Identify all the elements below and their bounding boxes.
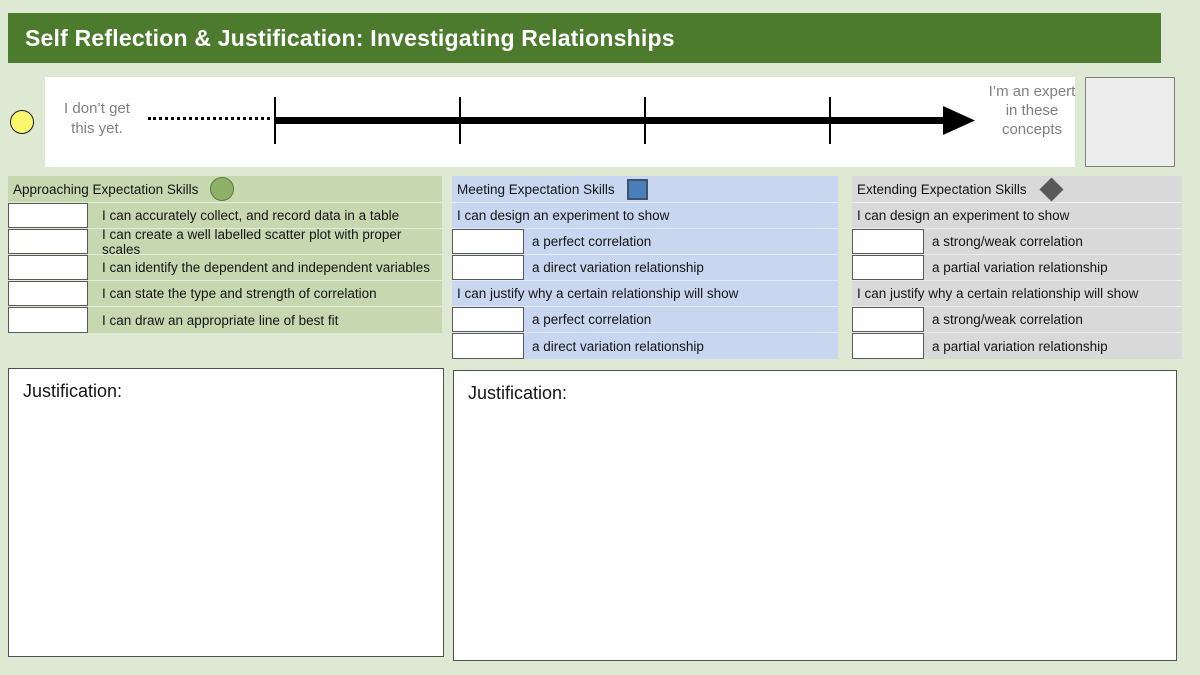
skill-label: a perfect correlation bbox=[532, 312, 652, 327]
checkbox-extending-justify-2[interactable] bbox=[852, 333, 924, 359]
checkbox-extending-justify-1[interactable] bbox=[852, 307, 924, 332]
circle-icon bbox=[210, 177, 235, 201]
skill-row: a strong/weak correlation bbox=[852, 307, 1182, 333]
extending-panel-title: Extending Expectation Skills bbox=[857, 181, 1027, 197]
page-title: Self Reflection & Justification: Investi… bbox=[25, 24, 675, 51]
extending-skills-panel: Extending Expectation Skills I can desig… bbox=[852, 176, 1182, 359]
justification-box-1[interactable]: Justification: bbox=[8, 368, 444, 657]
approaching-panel-header: Approaching Expectation Skills bbox=[8, 176, 442, 203]
skill-row: a partial variation relationship bbox=[852, 333, 1182, 359]
skill-label: I can draw an appropriate line of best f… bbox=[102, 312, 339, 328]
dotted-leader-line bbox=[148, 117, 270, 120]
justification-box-2[interactable]: Justification: bbox=[453, 370, 1177, 661]
square-icon bbox=[626, 178, 648, 200]
checkbox-approaching-1[interactable] bbox=[8, 203, 88, 228]
checkbox-approaching-2[interactable] bbox=[8, 229, 88, 254]
scale-right-label: I’m an expert in these concepts bbox=[988, 83, 1076, 138]
approaching-skills-panel: Approaching Expectation Skills I can acc… bbox=[8, 176, 442, 333]
skill-label: I can accurately collect, and record dat… bbox=[102, 208, 400, 223]
skill-row: I can draw an appropriate line of best f… bbox=[8, 307, 442, 333]
skill-label: I can state the type and strength of cor… bbox=[102, 286, 377, 301]
scale-arrow bbox=[274, 97, 975, 144]
skill-label: a direct variation relationship bbox=[532, 338, 704, 354]
skill-label: a direct variation relationship bbox=[532, 260, 704, 275]
meeting-panel-title: Meeting Expectation Skills bbox=[457, 181, 615, 197]
meeting-skills-panel: Meeting Expectation Skills I can design … bbox=[452, 176, 838, 359]
page-title-bar: Self Reflection & Justification: Investi… bbox=[8, 13, 1161, 63]
group-heading: I can design an experiment to show bbox=[452, 203, 838, 229]
skill-row: I can create a well labelled scatter plo… bbox=[8, 226, 442, 257]
skill-label: a partial variation relationship bbox=[932, 338, 1108, 354]
skill-label: a partial variation relationship bbox=[932, 260, 1108, 275]
checkbox-approaching-3[interactable] bbox=[8, 255, 88, 280]
justification-label: Justification: bbox=[468, 383, 568, 403]
group-heading: I can design an experiment to show bbox=[852, 203, 1182, 229]
skill-row: I can identify the dependent and indepen… bbox=[8, 255, 442, 281]
skill-row: I can state the type and strength of cor… bbox=[8, 281, 442, 307]
group-heading: I can justify why a certain relationship… bbox=[452, 281, 838, 307]
expert-marker-box[interactable] bbox=[1085, 77, 1175, 167]
justification-label: Justification: bbox=[23, 381, 123, 401]
skill-label: I can create a well labelled scatter plo… bbox=[102, 226, 402, 257]
skill-row: a direct variation relationship bbox=[452, 255, 838, 281]
skill-label: I can identify the dependent and indepen… bbox=[102, 260, 431, 275]
meeting-panel-header: Meeting Expectation Skills bbox=[452, 176, 838, 203]
checkbox-meeting-design-2[interactable] bbox=[452, 255, 524, 280]
skill-row: a perfect correlation bbox=[452, 307, 838, 333]
checkbox-meeting-justify-1[interactable] bbox=[452, 307, 524, 332]
group-heading: I can justify why a certain relationship… bbox=[852, 281, 1182, 307]
skill-label: a strong/weak correlation bbox=[932, 312, 1083, 327]
checkbox-extending-design-2[interactable] bbox=[852, 255, 924, 280]
checkbox-approaching-5[interactable] bbox=[8, 307, 88, 333]
approaching-panel-title: Approaching Expectation Skills bbox=[13, 181, 199, 197]
extending-panel-header: Extending Expectation Skills bbox=[852, 176, 1182, 203]
skill-row: a direct variation relationship bbox=[452, 333, 838, 359]
checkbox-approaching-4[interactable] bbox=[8, 281, 88, 306]
skill-row: a strong/weak correlation bbox=[852, 229, 1182, 255]
skill-label: a perfect correlation bbox=[532, 234, 652, 249]
confidence-scale: I don’t get this yet. I’m an expert in t… bbox=[45, 77, 1075, 167]
skill-label: a strong/weak correlation bbox=[932, 234, 1083, 249]
skill-row: a partial variation relationship bbox=[852, 255, 1182, 281]
skill-row: a perfect correlation bbox=[452, 229, 838, 255]
skill-row: I can accurately collect, and record dat… bbox=[8, 203, 442, 229]
checkbox-meeting-justify-2[interactable] bbox=[452, 333, 524, 359]
checkbox-extending-design-1[interactable] bbox=[852, 229, 924, 254]
diamond-icon bbox=[1039, 176, 1064, 202]
scale-left-label: I don’t get this yet. bbox=[64, 100, 130, 137]
checkbox-meeting-design-1[interactable] bbox=[452, 229, 524, 254]
self-rating-marker[interactable] bbox=[10, 110, 34, 134]
